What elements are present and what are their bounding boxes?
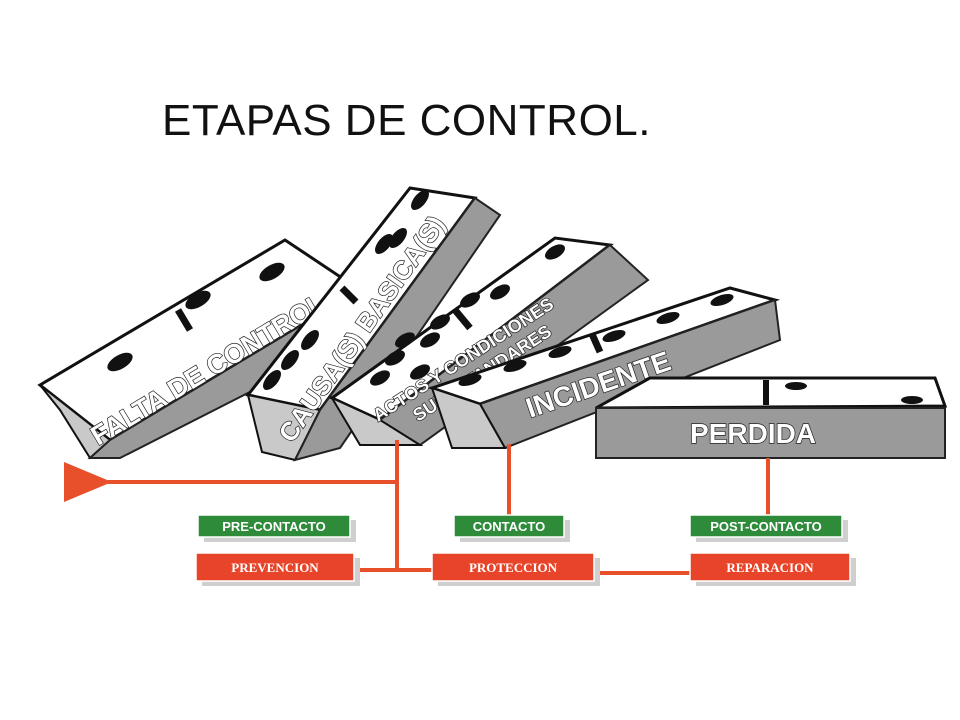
connector-lines bbox=[63, 440, 770, 575]
phase-prevencion: PREVENCION bbox=[195, 552, 360, 586]
domino-perdida: PERDIDA bbox=[595, 376, 948, 459]
phase-label: PROTECCION bbox=[469, 560, 558, 575]
phase-reparacion: REPARACION bbox=[689, 552, 856, 586]
phase-label: REPARACION bbox=[726, 560, 814, 575]
stage-contacto: CONTACTO bbox=[453, 514, 570, 542]
phase-label: PREVENCION bbox=[231, 560, 319, 575]
stage-label: CONTACTO bbox=[473, 519, 545, 534]
domino-falta-de-control: FALTA DE CONTROL bbox=[37, 238, 374, 460]
phase-proteccion: PROTECCION bbox=[431, 552, 600, 586]
stage-label: POST-CONTACTO bbox=[710, 519, 821, 534]
label-perdida: PERDIDA bbox=[690, 418, 816, 449]
page-title: ETAPAS DE CONTROL. bbox=[162, 96, 652, 145]
stage-label: PRE-CONTACTO bbox=[222, 519, 326, 534]
stage-post-contacto: POST-CONTACTO bbox=[689, 514, 848, 542]
stage-pre-contacto: PRE-CONTACTO bbox=[197, 514, 356, 542]
